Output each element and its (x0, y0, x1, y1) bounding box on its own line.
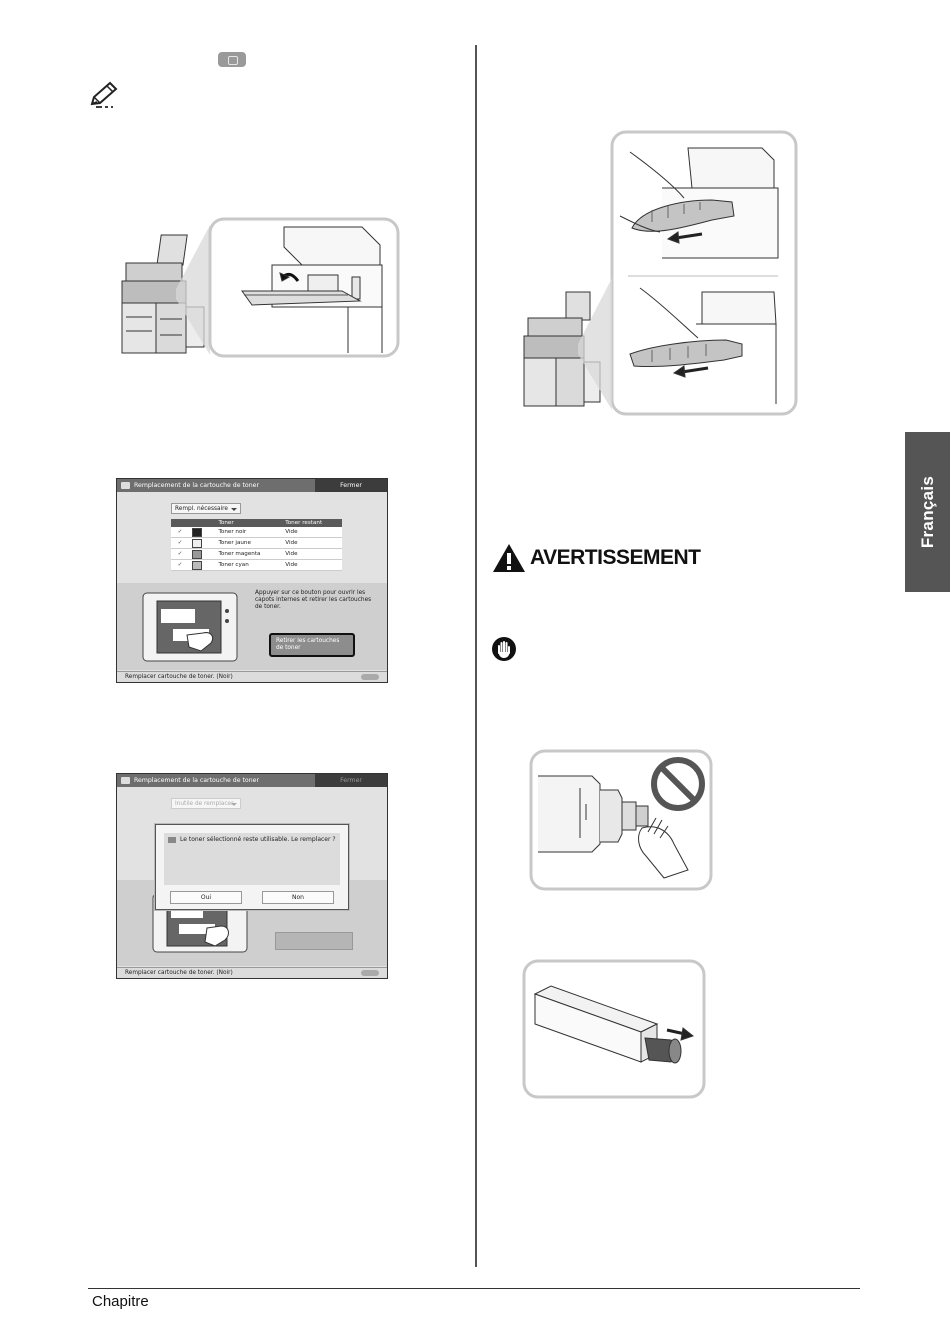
toner-filter-value: Rempl. nécessaire (175, 506, 228, 512)
chevron-down-icon (231, 508, 237, 511)
close-button[interactable]: Fermer (315, 774, 387, 787)
screen-instructions: Appuyer sur ce bouton pour ouvrir les ca… (255, 590, 372, 611)
column-header-remaining: Toner restant (282, 519, 342, 527)
toner-name: Toner noir (215, 527, 283, 538)
screen-title: Remplacement de la cartouche de toner (134, 777, 259, 784)
status-message: Remplacer cartouche de toner. (Noir) (125, 970, 233, 976)
remove-toner-button[interactable]: Retirer les cartouches de toner (269, 633, 355, 657)
status-indicator-icon (361, 970, 379, 976)
note-pencil-icon (90, 81, 118, 108)
toner-status: Vide (282, 537, 342, 549)
screen-title-icon (121, 482, 130, 489)
toner-filter-dropdown[interactable]: Rempl. nécessaire (171, 503, 241, 514)
open-front-cover-illustration (121, 217, 400, 358)
toner-status: Vide (282, 527, 342, 538)
dialog-message-box: Le toner sélectionné reste utilisable. L… (164, 833, 340, 885)
screen-title-icon (121, 777, 130, 784)
check-icon: ✓ (171, 548, 189, 560)
confirm-dialog: Le toner sélectionné reste utilisable. L… (155, 824, 349, 910)
column-header-toner: Toner (215, 519, 283, 527)
remove-toner-button-disabled (275, 932, 353, 950)
unbox-toner-illustration (522, 959, 706, 1099)
table-row[interactable]: ✓ Toner jaune Vide (171, 537, 342, 549)
screen-title-bar: Remplacement de la cartouche de toner Fe… (117, 479, 387, 492)
toner-color-icon (189, 527, 216, 538)
side-tab-label: Français (917, 475, 937, 549)
table-row[interactable]: ✓ Toner cyan Vide (171, 559, 342, 571)
toner-replacement-screen: Remplacement de la cartouche de toner Fe… (116, 478, 388, 683)
toner-table: Toner Toner restant ✓ Toner noir Vide ✓ … (171, 519, 342, 571)
screen-title: Remplacement de la cartouche de toner (134, 482, 259, 489)
table-row[interactable]: ✓ Toner noir Vide (171, 527, 342, 538)
important-hand-icon (492, 637, 516, 661)
screen-title-bar: Remplacement de la cartouche de toner Fe… (117, 774, 387, 787)
footer-chapter-label: Chapitre (92, 1293, 149, 1310)
check-icon: ✓ (171, 537, 189, 549)
no-button[interactable]: Non (262, 891, 334, 904)
close-button[interactable]: Fermer (315, 479, 387, 492)
status-indicator-icon (361, 674, 379, 680)
footer-rule (88, 1288, 860, 1289)
prohibited-icon (651, 757, 705, 811)
remove-toner-illustration (523, 130, 798, 416)
toner-color-icon (189, 548, 216, 560)
info-icon (168, 837, 176, 843)
check-icon: ✓ (171, 559, 189, 571)
key-icon (218, 52, 246, 67)
toner-name: Toner jaune (215, 537, 283, 549)
dialog-message: Le toner sélectionné reste utilisable. L… (180, 836, 336, 843)
inner-cover-illustration (142, 592, 238, 662)
status-bar: Remplacer cartouche de toner. (Noir) (117, 671, 387, 682)
chevron-down-icon (231, 803, 237, 806)
toner-status: Vide (282, 548, 342, 560)
toner-filter-value: Inutile de remplacer (175, 801, 234, 807)
yes-button[interactable]: Oui (170, 891, 242, 904)
toner-status: Vide (282, 559, 342, 571)
toner-name: Toner magenta (215, 548, 283, 560)
warning-title: AVERTISSEMENT (530, 546, 701, 569)
column-divider (475, 45, 477, 1267)
toner-name: Toner cyan (215, 559, 283, 571)
do-not-touch-illustration (529, 749, 713, 891)
check-icon: ✓ (171, 527, 189, 538)
language-side-tab: Français (905, 432, 950, 592)
status-bar: Remplacer cartouche de toner. (Noir) (117, 967, 387, 978)
toner-color-icon (189, 537, 216, 549)
toner-filter-dropdown[interactable]: Inutile de remplacer (171, 798, 241, 809)
table-row[interactable]: ✓ Toner magenta Vide (171, 548, 342, 560)
toner-replacement-confirm-screen: Remplacement de la cartouche de toner Fe… (116, 773, 388, 979)
toner-color-icon (189, 559, 216, 571)
status-message: Remplacer cartouche de toner. (Noir) (125, 674, 233, 680)
warning-triangle-icon (493, 544, 525, 572)
